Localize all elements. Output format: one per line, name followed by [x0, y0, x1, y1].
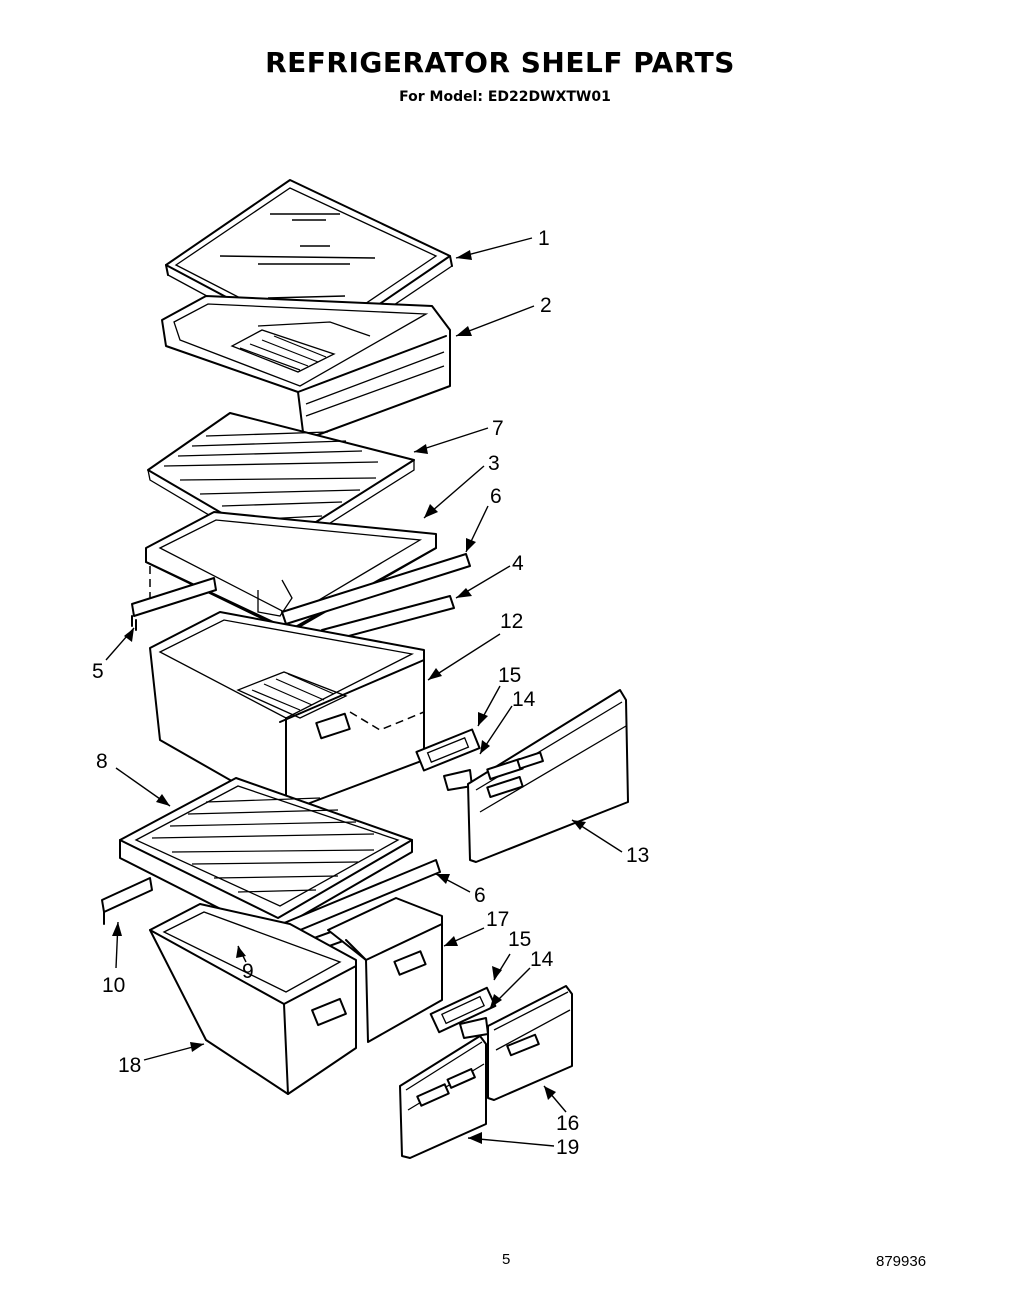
callout-5: 5: [92, 660, 104, 683]
callout-2: 2: [540, 294, 552, 317]
page-number: 5: [502, 1251, 511, 1268]
callout-10: 10: [102, 974, 125, 997]
upper-drawer-clips-part: [415, 728, 481, 791]
callout-16: 16: [556, 1112, 579, 1135]
callout-7: 7: [492, 417, 504, 440]
document-number: 879936: [876, 1253, 927, 1270]
model-subtitle: For Model: ED22DWXTW01: [399, 89, 611, 105]
ribbed-bottom-shelf-part: [119, 777, 413, 935]
callout-labels: 1 2 7 3 6 4 5 12 15 14 8 13 6 17 15 14 9…: [92, 227, 649, 1159]
lower-drawer-clips-part: [429, 986, 497, 1039]
right-drawer-front-part: [487, 985, 573, 1101]
small-drawer-part: [327, 897, 443, 1043]
page-title: REFRIGERATOR SHELF PARTS: [265, 46, 735, 79]
callout-9: 9: [242, 960, 254, 983]
callout-12: 12: [500, 610, 523, 633]
callout-18: 18: [118, 1054, 141, 1077]
large-drawer-part: [149, 903, 357, 1095]
callout-13: 13: [626, 844, 649, 867]
upper-drawer-front-part: [467, 689, 629, 863]
callout-15-lower: 15: [508, 928, 531, 951]
leader-arrowheads: [112, 250, 586, 1144]
shelf-frame-part: [161, 295, 451, 441]
callout-15-upper: 15: [498, 664, 521, 687]
callout-6-lower: 6: [474, 884, 486, 907]
callout-1: 1: [538, 227, 550, 250]
callout-17: 17: [486, 908, 509, 931]
callout-14-upper: 14: [512, 688, 536, 711]
callout-6-upper: 6: [490, 485, 502, 508]
callout-3: 3: [488, 452, 500, 475]
upper-rails-part: [131, 553, 471, 643]
callout-4: 4: [512, 552, 524, 575]
callout-14-lower: 14: [530, 948, 554, 971]
left-drawer-front-part: [399, 1035, 487, 1159]
crisper-drawer-part: [149, 611, 425, 813]
callout-8: 8: [96, 750, 108, 773]
callout-19: 19: [556, 1136, 579, 1159]
